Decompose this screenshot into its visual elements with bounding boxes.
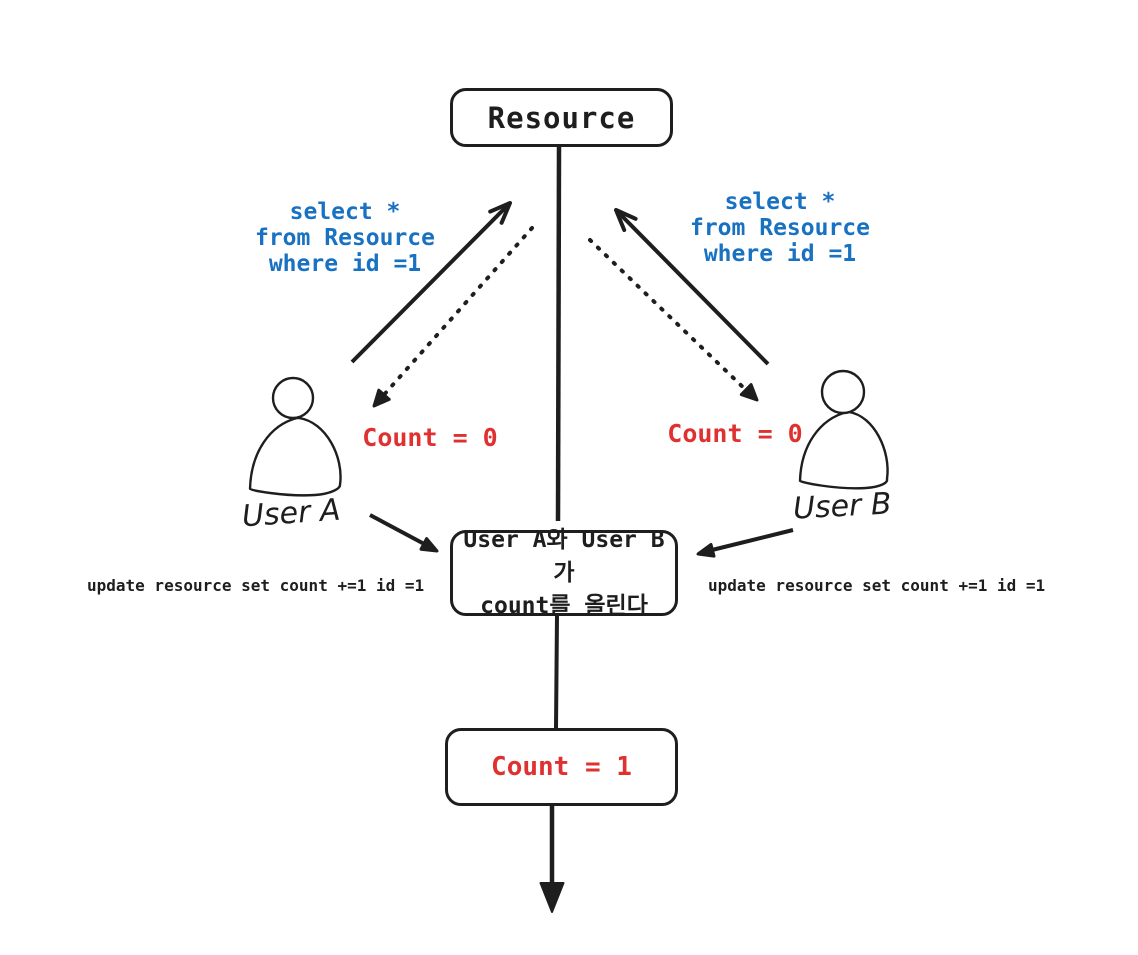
action-box-line: User A와 User B가 xyxy=(463,526,665,586)
user-a-count-label: Count = 0 xyxy=(362,423,498,452)
action-box: User A와 User B가 count를 올린다 xyxy=(450,527,678,619)
user-b-name-label: User B xyxy=(792,486,893,527)
result-box-label: Count = 1 xyxy=(491,752,632,782)
user-b-update-label: update resource set count +=1 id =1 xyxy=(708,576,1046,595)
user-a-icon xyxy=(248,376,342,497)
resource-to-user-a-arrow xyxy=(372,226,534,408)
user-a-update-label: update resource set count +=1 id =1 xyxy=(87,576,425,595)
user-a-query-line: from Resource xyxy=(254,225,435,251)
result-flow-arrow xyxy=(539,805,565,913)
user-b-query-line: where id =1 xyxy=(703,241,857,267)
resource-to-user-b-arrow xyxy=(588,238,759,402)
user-a-query-line: where id =1 xyxy=(268,251,422,277)
user-a-name-label: User A xyxy=(240,492,342,535)
user-a-query-line: select * xyxy=(289,199,401,225)
resource-box-label: Resource xyxy=(487,100,636,135)
user-a-select-arrow xyxy=(350,201,512,364)
user-b-update-arrow xyxy=(696,528,794,558)
resource-to-action-line xyxy=(555,146,562,522)
action-to-result-line xyxy=(554,614,559,730)
result-box: Count = 1 xyxy=(445,728,678,806)
user-b-query: select * from Resource where id =1 xyxy=(675,189,885,267)
user-b-icon xyxy=(798,369,889,490)
resource-box: Resource xyxy=(450,88,673,147)
user-b-select-arrow xyxy=(614,208,770,366)
user-b-query-line: from Resource xyxy=(689,215,870,241)
user-a-query: select * from Resource where id =1 xyxy=(240,199,450,277)
user-b-count-label: Count = 0 xyxy=(667,419,803,448)
user-a-update-arrow xyxy=(369,513,439,553)
action-box-line: count를 올린다 xyxy=(480,592,648,619)
user-b-query-line: select * xyxy=(724,189,836,215)
